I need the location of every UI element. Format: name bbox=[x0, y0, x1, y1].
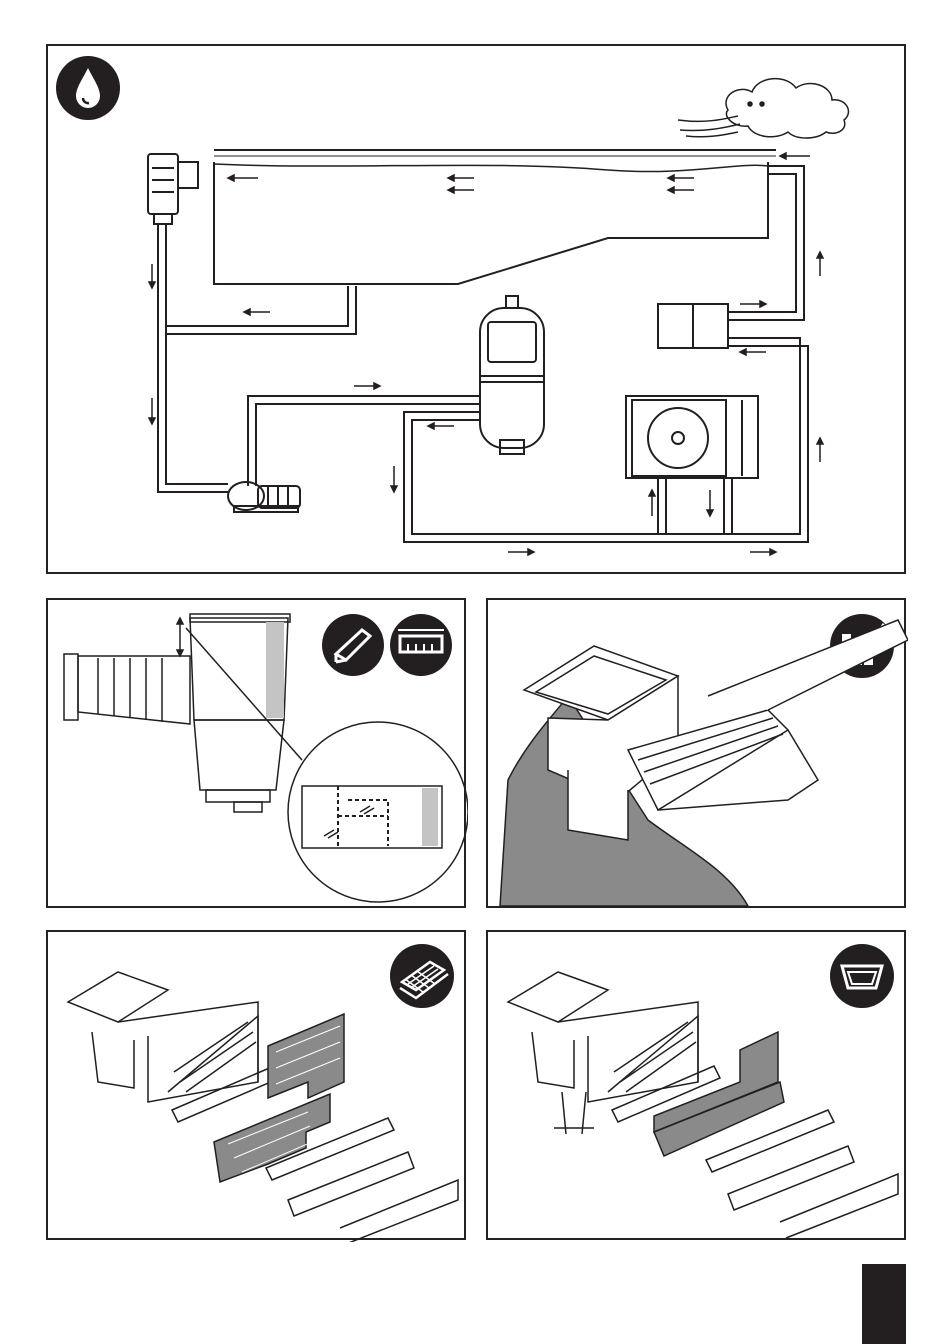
liner-kit-exploded-drawing bbox=[488, 932, 908, 1242]
tile-kit-exploded-drawing bbox=[48, 932, 468, 1242]
circuit-lines bbox=[48, 46, 908, 576]
tile-liner-panel bbox=[46, 930, 466, 1240]
concrete-install-panel bbox=[486, 598, 906, 908]
wind-cloud-illustration bbox=[678, 79, 848, 138]
liner-panel bbox=[486, 930, 906, 1240]
concrete-drawing bbox=[488, 600, 908, 910]
skimmer-cut-panel bbox=[46, 598, 466, 908]
skimmer-side-drawing bbox=[48, 600, 468, 910]
page-edge-tab bbox=[862, 1264, 906, 1344]
circuit-diagram-panel bbox=[46, 44, 906, 574]
